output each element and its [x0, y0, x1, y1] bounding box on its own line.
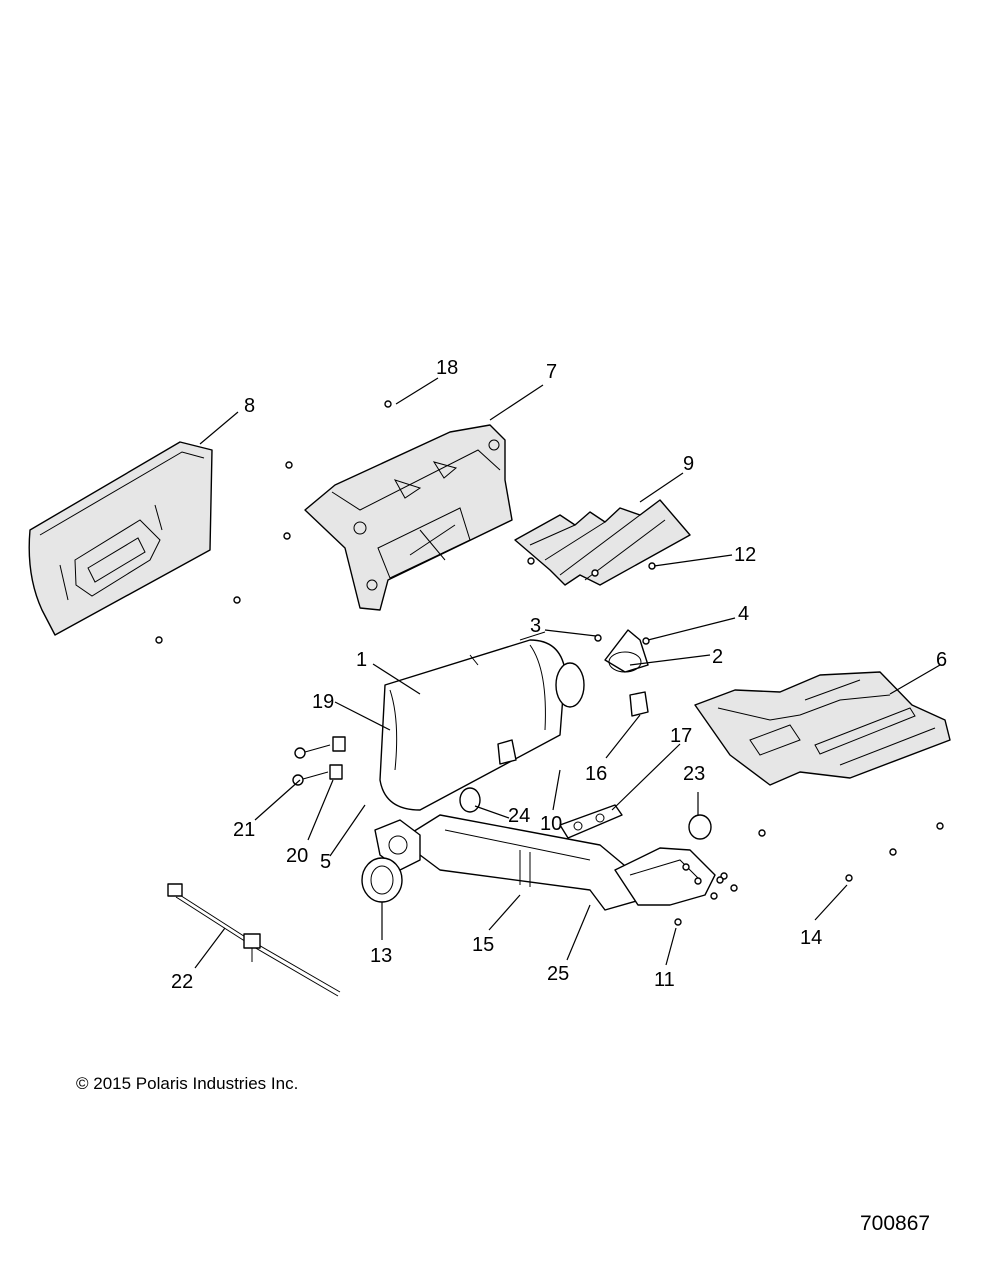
callout-4: 4 — [738, 603, 749, 625]
exhaust-header — [614, 847, 716, 906]
callout-18: 18 — [436, 357, 458, 379]
springs-and-bolts — [292, 736, 346, 786]
callout-11: 11 — [654, 969, 675, 991]
callout-5: 5 — [320, 851, 331, 873]
callout-20: 20 — [286, 845, 308, 867]
callout-14: 14 — [800, 927, 822, 949]
exhaust-gasket — [559, 804, 623, 839]
callout-17: 17 — [670, 725, 692, 747]
leader-lines — [194, 377, 941, 969]
heat-shield-lower-right — [694, 671, 951, 786]
corrugated-heat-shield — [514, 499, 691, 586]
callout-6: 6 — [936, 649, 947, 671]
callout-3: 3 — [530, 615, 541, 637]
copyright-notice: © 2015 Polaris Industries Inc. — [76, 1074, 299, 1093]
callout-1: 1 — [356, 649, 367, 671]
callout-16: 16 — [585, 763, 607, 785]
heat-shield-upper — [304, 424, 513, 611]
callout-23: 23 — [683, 763, 705, 785]
callout-2: 2 — [712, 646, 723, 668]
callout-7: 7 — [546, 361, 557, 383]
callout-13: 13 — [370, 945, 392, 967]
diagram-number: 700867 — [860, 1212, 931, 1235]
callout-19: 19 — [312, 691, 334, 713]
callout-15: 15 — [472, 934, 494, 956]
callout-8: 8 — [244, 395, 255, 417]
fasteners — [155, 400, 944, 926]
flange-gasket — [374, 819, 421, 871]
callout-22: 22 — [171, 971, 193, 993]
callout-10: 10 — [540, 813, 562, 835]
heat-shield-left — [28, 441, 213, 636]
callout-9: 9 — [683, 453, 694, 475]
callout-labels: 1 2 3 4 5 6 7 8 9 10 11 12 13 14 15 16 1… — [171, 357, 947, 993]
cable-tie-strap — [167, 883, 341, 997]
callout-12: 12 — [734, 544, 756, 566]
callout-24: 24 — [508, 805, 530, 827]
muffler — [379, 631, 585, 811]
exhaust-tip — [604, 629, 649, 673]
clamp-ring — [361, 857, 403, 903]
callout-21: 21 — [233, 819, 255, 841]
callout-25: 25 — [547, 963, 569, 985]
rubber-mount — [497, 691, 649, 765]
